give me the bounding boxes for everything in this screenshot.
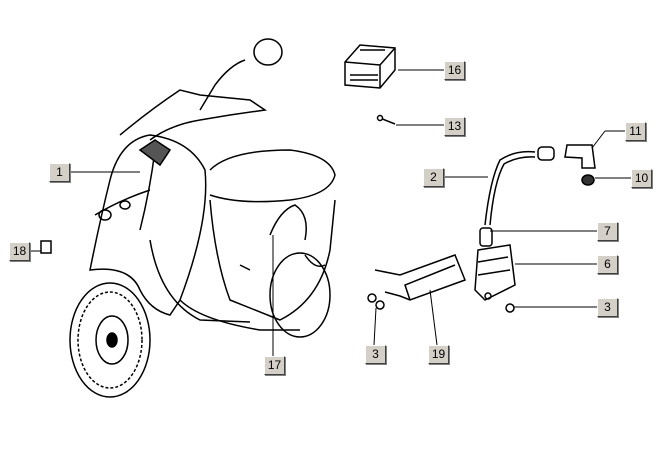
bracket-19-illustration	[367, 254, 466, 310]
callout-13[interactable]: 13	[444, 117, 465, 136]
callout-6[interactable]: 6	[597, 255, 618, 274]
scooter-illustration	[69, 38, 336, 398]
callout-7[interactable]: 7	[597, 222, 618, 241]
callout-17[interactable]: 17	[264, 356, 285, 375]
ignition-coil-illustration	[474, 227, 516, 313]
part-18-illustration	[40, 240, 52, 254]
callout-10[interactable]: 10	[631, 169, 652, 188]
callout-19[interactable]: 19	[428, 345, 449, 364]
callout-3-right[interactable]: 3	[597, 298, 618, 317]
ignition-lead-illustration	[484, 144, 596, 226]
callout-1[interactable]: 1	[49, 163, 70, 182]
callout-16[interactable]: 16	[444, 61, 465, 80]
callout-2[interactable]: 2	[423, 168, 444, 187]
leader-lines	[29, 69, 631, 356]
callout-11[interactable]: 11	[625, 122, 646, 141]
callout-18[interactable]: 18	[9, 242, 30, 261]
regulator-16-illustration	[344, 44, 396, 89]
callout-3-bottom[interactable]: 3	[365, 345, 386, 364]
